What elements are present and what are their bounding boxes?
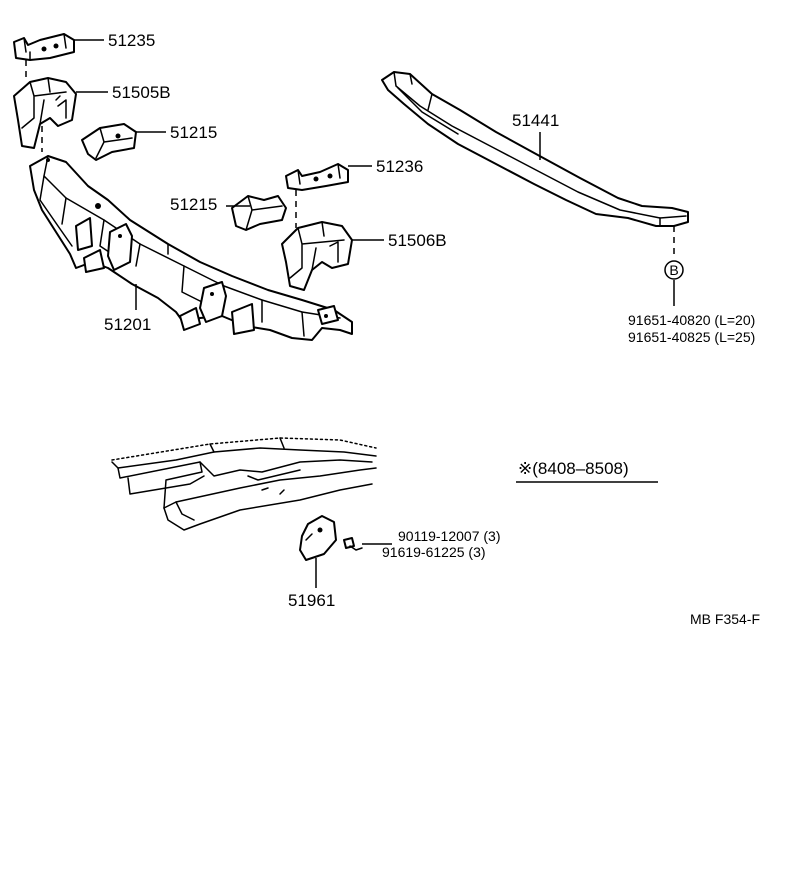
bolt-part-number-2: 91651-40825 (L=25) xyxy=(628,329,755,345)
part-51505b-bracket xyxy=(13,77,77,149)
frame-section xyxy=(111,437,377,531)
part-51961-plate xyxy=(299,515,337,561)
label-51961: 51961 xyxy=(288,591,335,610)
fastener-part-number-2: 91619-61225 (3) xyxy=(382,544,486,560)
part-51201-crossmember xyxy=(29,155,353,341)
part-51215-upper-cushion xyxy=(81,123,137,161)
label-51201: 51201 xyxy=(104,315,151,334)
screw-icon xyxy=(343,537,363,551)
label-51236: 51236 xyxy=(376,157,423,176)
label-51235: 51235 xyxy=(108,31,155,50)
callout-b-letter: B xyxy=(669,262,678,278)
label-51505b: 51505B xyxy=(112,83,171,102)
figure-code: MB F354-F xyxy=(690,611,760,627)
label-51441: 51441 xyxy=(512,111,559,130)
part-51215-lower-cushion xyxy=(231,195,287,231)
part-51236-bracket xyxy=(285,163,349,191)
model-range-note: ※(8408–8508) xyxy=(518,459,629,478)
label-51215-upper: 51215 xyxy=(170,123,217,142)
part-51506b-bracket xyxy=(281,221,353,291)
label-51506b: 51506B xyxy=(388,231,447,250)
bolt-part-number-1: 91651-40820 (L=20) xyxy=(628,312,755,328)
fastener-part-number-1: 90119-12007 (3) xyxy=(398,528,500,544)
label-51215-lower: 51215 xyxy=(170,195,217,214)
part-51235-bracket xyxy=(13,33,75,61)
part-51441-brace xyxy=(381,71,689,227)
callout-b: B xyxy=(664,260,684,280)
